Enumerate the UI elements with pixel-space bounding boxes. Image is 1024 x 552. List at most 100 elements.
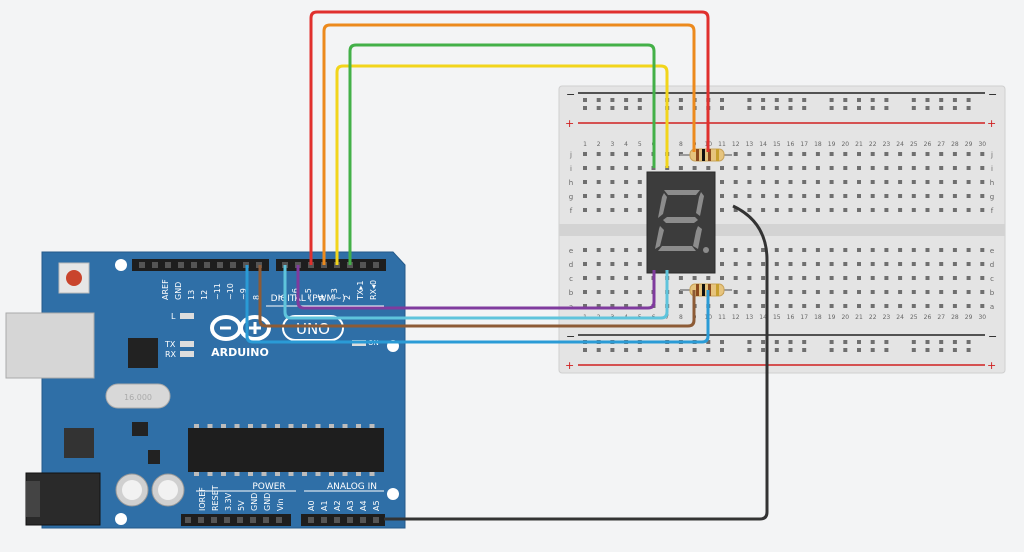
- rail-hole[interactable]: [774, 348, 779, 352]
- rail-hole[interactable]: [843, 98, 848, 102]
- breadboard-hole[interactable]: [747, 276, 752, 280]
- breadboard-hole[interactable]: [610, 262, 615, 266]
- header-socket[interactable]: [334, 517, 340, 523]
- breadboard-hole[interactable]: [829, 166, 834, 170]
- breadboard-hole[interactable]: [583, 166, 587, 170]
- rail-hole[interactable]: [788, 98, 793, 102]
- breadboard-hole[interactable]: [884, 262, 889, 266]
- breadboard-hole[interactable]: [870, 166, 875, 170]
- breadboard-hole[interactable]: [761, 290, 766, 294]
- breadboard-hole[interactable]: [706, 166, 711, 170]
- breadboard-hole[interactable]: [911, 248, 916, 252]
- rail-hole[interactable]: [788, 348, 793, 352]
- rail-hole[interactable]: [706, 348, 711, 352]
- breadboard-hole[interactable]: [624, 194, 629, 198]
- rail-hole[interactable]: [884, 340, 889, 344]
- wire-yellow[interactable]: [335, 64, 669, 265]
- breadboard-hole[interactable]: [774, 290, 779, 294]
- breadboard-hole[interactable]: [815, 180, 820, 184]
- wire-red[interactable]: [309, 10, 710, 265]
- breadboard-hole[interactable]: [925, 248, 930, 252]
- wire-blue[interactable]: [245, 265, 710, 344]
- wire-cyan[interactable]: [283, 265, 669, 320]
- breadboard-hole[interactable]: [733, 276, 738, 280]
- rail-hole[interactable]: [720, 98, 724, 102]
- wire-purple[interactable]: [296, 265, 656, 310]
- breadboard-hole[interactable]: [925, 152, 930, 156]
- breadboard-hole[interactable]: [925, 208, 930, 212]
- rail-hole[interactable]: [596, 98, 601, 102]
- breadboard-hole[interactable]: [966, 180, 971, 184]
- breadboard-hole[interactable]: [596, 166, 601, 170]
- breadboard-hole[interactable]: [788, 276, 793, 280]
- breadboard-hole[interactable]: [829, 276, 834, 280]
- breadboard-hole[interactable]: [788, 152, 793, 156]
- breadboard-hole[interactable]: [870, 152, 875, 156]
- breadboard-hole[interactable]: [610, 166, 615, 170]
- breadboard-hole[interactable]: [884, 248, 889, 252]
- rail-hole[interactable]: [720, 340, 724, 344]
- rail-hole[interactable]: [966, 106, 971, 110]
- breadboard-hole[interactable]: [747, 180, 752, 184]
- rail-hole[interactable]: [706, 340, 711, 344]
- breadboard-hole[interactable]: [583, 276, 587, 280]
- breadboard-hole[interactable]: [911, 208, 916, 212]
- rail-hole[interactable]: [952, 340, 957, 344]
- breadboard-hole[interactable]: [815, 152, 820, 156]
- breadboard-hole[interactable]: [939, 166, 944, 170]
- breadboard-hole[interactable]: [802, 152, 807, 156]
- rail-hole[interactable]: [788, 106, 793, 110]
- breadboard-hole[interactable]: [583, 194, 587, 198]
- breadboard-hole[interactable]: [802, 304, 807, 308]
- rail-hole[interactable]: [952, 98, 957, 102]
- breadboard-hole[interactable]: [624, 276, 629, 280]
- rail-hole[interactable]: [870, 348, 875, 352]
- header-socket[interactable]: [217, 262, 223, 268]
- breadboard-hole[interactable]: [829, 248, 834, 252]
- breadboard-hole[interactable]: [966, 262, 971, 266]
- breadboard-hole[interactable]: [747, 152, 752, 156]
- breadboard-hole[interactable]: [980, 276, 985, 280]
- breadboard-hole[interactable]: [952, 276, 957, 280]
- breadboard-hole[interactable]: [952, 166, 957, 170]
- header-socket[interactable]: [237, 517, 243, 523]
- rail-hole[interactable]: [720, 106, 724, 110]
- rail-hole[interactable]: [761, 106, 766, 110]
- breadboard-hole[interactable]: [733, 166, 738, 170]
- breadboard-hole[interactable]: [720, 304, 724, 308]
- breadboard-hole[interactable]: [788, 304, 793, 308]
- breadboard-hole[interactable]: [802, 166, 807, 170]
- breadboard-hole[interactable]: [980, 166, 985, 170]
- breadboard-hole[interactable]: [637, 276, 642, 280]
- wire-green[interactable]: [348, 43, 656, 265]
- breadboard[interactable]: − + − + − + − + 112233445566778899101011…: [558, 85, 1006, 374]
- breadboard-hole[interactable]: [952, 290, 957, 294]
- rail-hole[interactable]: [624, 348, 629, 352]
- breadboard-hole[interactable]: [747, 166, 752, 170]
- header-socket[interactable]: [139, 262, 145, 268]
- rail-hole[interactable]: [596, 348, 601, 352]
- breadboard-hole[interactable]: [733, 304, 738, 308]
- breadboard-hole[interactable]: [884, 152, 889, 156]
- breadboard-hole[interactable]: [610, 290, 615, 294]
- breadboard-hole[interactable]: [980, 248, 985, 252]
- breadboard-hole[interactable]: [857, 166, 861, 170]
- breadboard-hole[interactable]: [925, 166, 930, 170]
- breadboard-hole[interactable]: [829, 152, 834, 156]
- breadboard-hole[interactable]: [596, 208, 601, 212]
- rail-hole[interactable]: [747, 340, 752, 344]
- breadboard-hole[interactable]: [637, 290, 642, 294]
- breadboard-hole[interactable]: [898, 290, 903, 294]
- breadboard-hole[interactable]: [733, 208, 738, 212]
- breadboard-hole[interactable]: [870, 208, 875, 212]
- breadboard-hole[interactable]: [870, 290, 875, 294]
- rail-hole[interactable]: [610, 348, 615, 352]
- rail-hole[interactable]: [939, 340, 944, 344]
- breadboard-hole[interactable]: [624, 304, 629, 308]
- breadboard-hole[interactable]: [774, 262, 779, 266]
- breadboard-hole[interactable]: [966, 290, 971, 294]
- breadboard-hole[interactable]: [870, 262, 875, 266]
- rail-hole[interactable]: [843, 106, 848, 110]
- rail-hole[interactable]: [966, 348, 971, 352]
- rail-hole[interactable]: [637, 98, 642, 102]
